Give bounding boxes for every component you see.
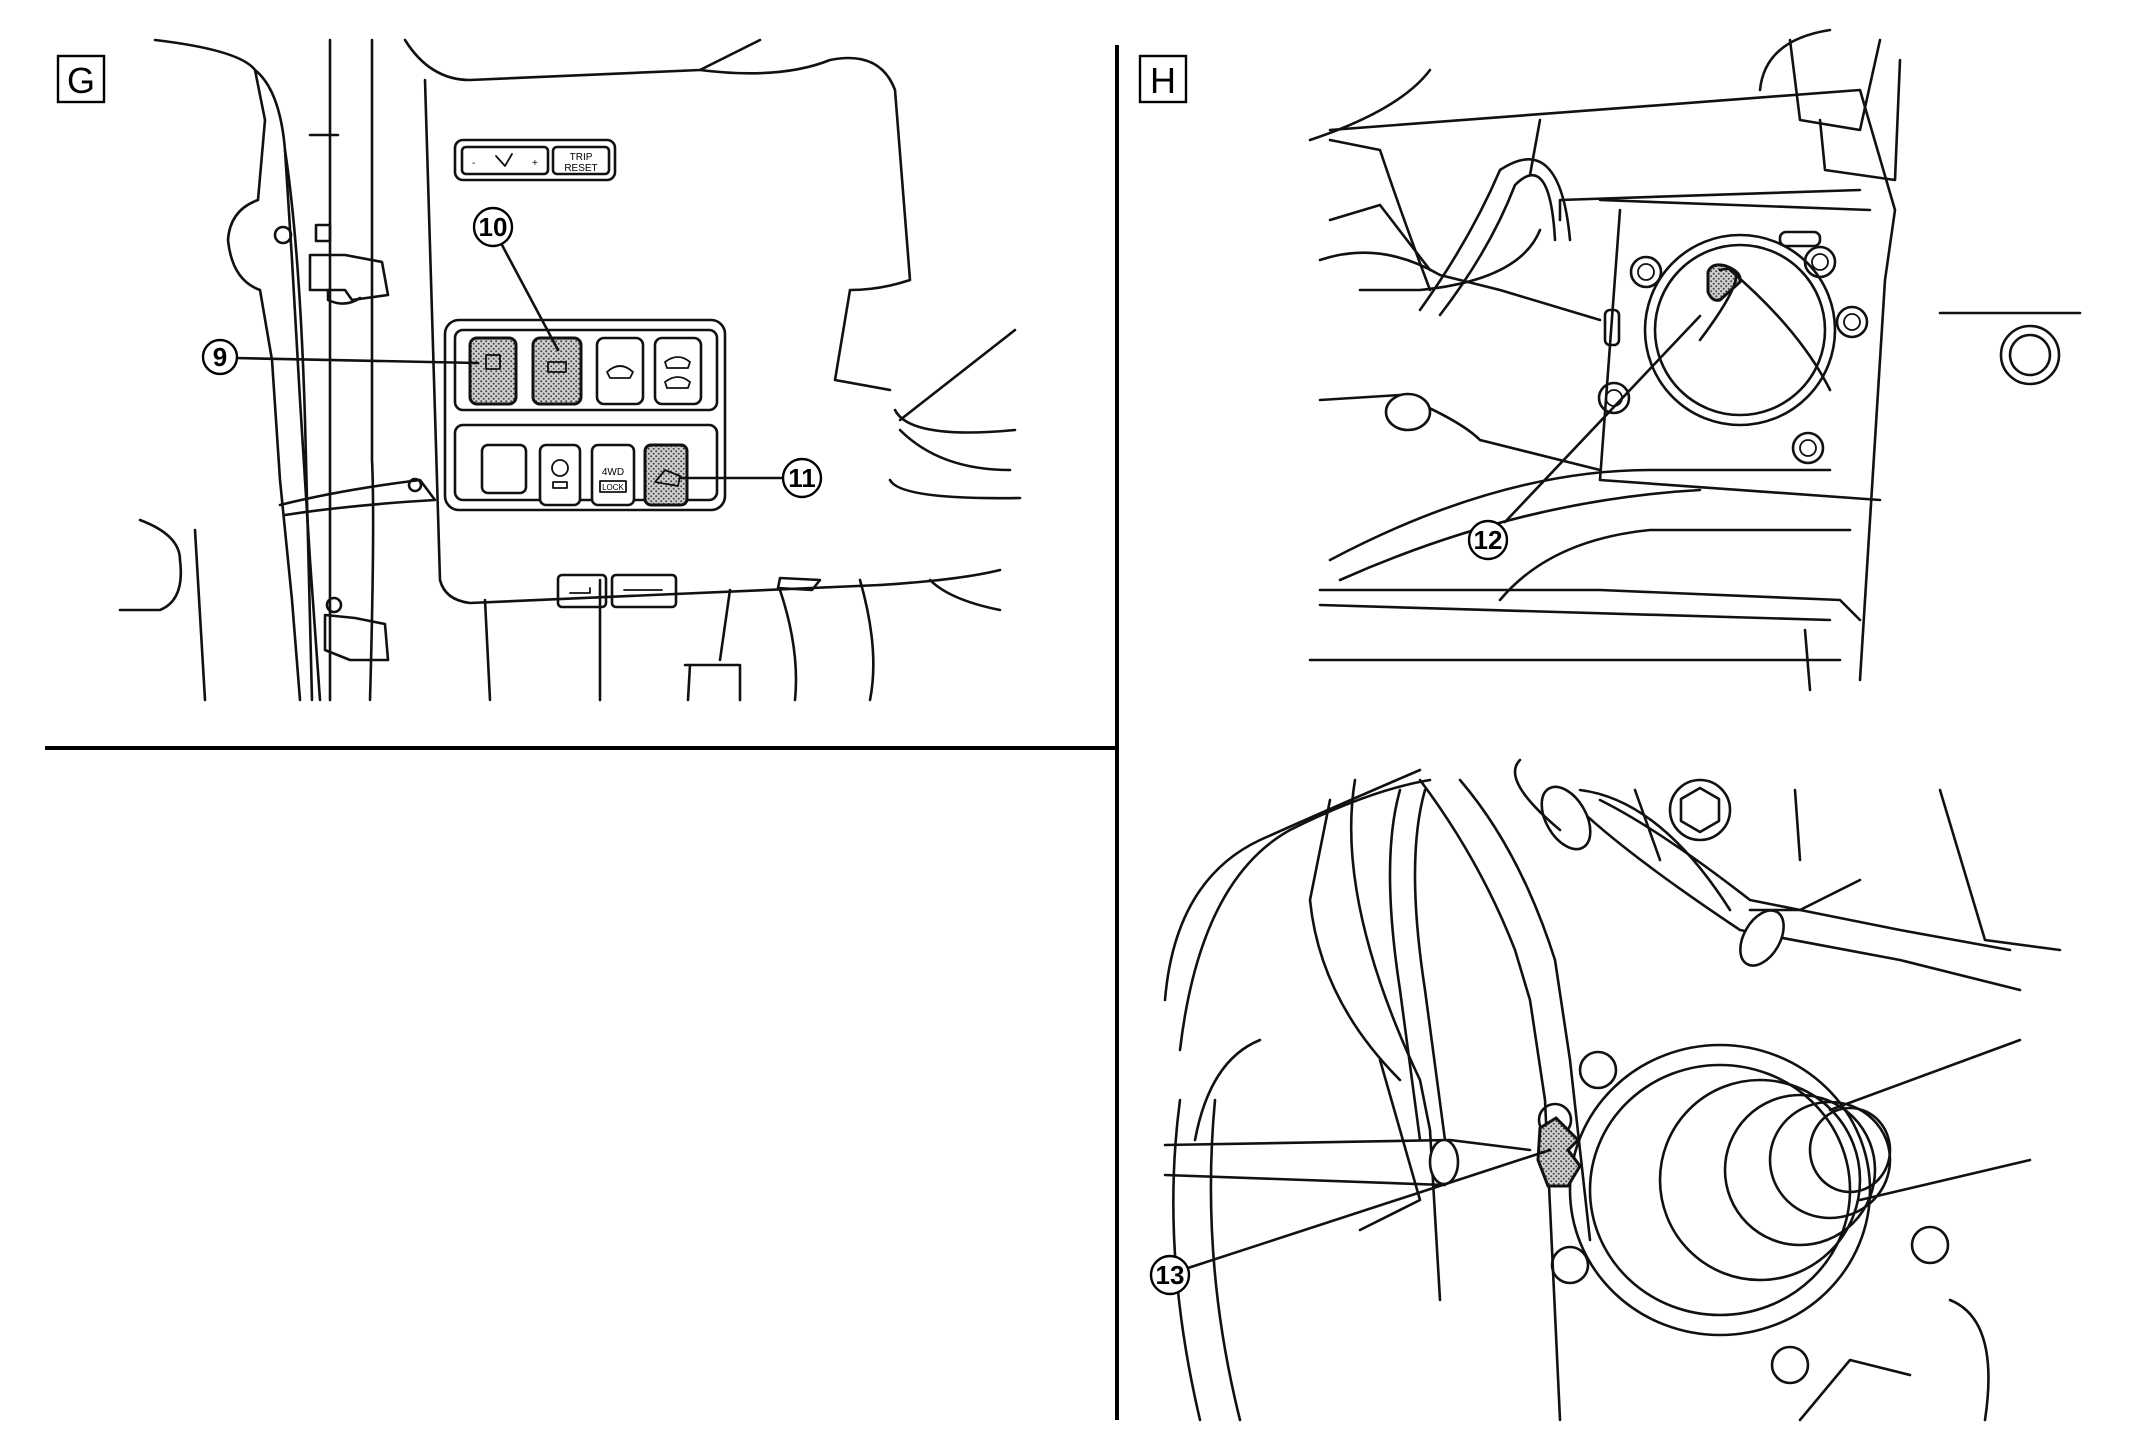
switch-top-4 <box>653 336 703 406</box>
reset-label: RESET <box>564 163 597 174</box>
callout-9: 9 <box>201 338 480 376</box>
trip-label: TRIP <box>570 152 593 163</box>
panel-h-letter: H <box>1150 60 1176 101</box>
switch-top-3 <box>595 336 645 406</box>
switch-bank: 4WD LOCK <box>443 318 727 512</box>
callout-13-number: 13 <box>1156 1260 1185 1290</box>
under-dash-switches <box>556 573 678 609</box>
callout-10-number: 10 <box>479 212 508 242</box>
panel-g-letter: G <box>67 60 95 101</box>
trip-plus-label: + <box>532 158 538 169</box>
awd-label: 4WD <box>602 467 624 478</box>
panel-dividers <box>45 45 1119 1420</box>
wheel-speed-sensor-12 <box>1706 263 1742 302</box>
callout-11-number: 11 <box>788 463 816 493</box>
switch-4wd-lock <box>590 443 636 507</box>
trip-switch-panel: - + TRIP RESET <box>453 138 617 182</box>
callout-12-number: 12 <box>1474 525 1503 555</box>
panel-h: H <box>1138 28 2082 692</box>
hub-bolts <box>1597 245 1869 465</box>
panel-h-side-symbol <box>1938 311 2082 386</box>
switch-10 <box>531 336 583 406</box>
drive-shaft-area <box>1163 758 2062 1422</box>
switch-11 <box>643 443 689 507</box>
panel-g-letter-box: G <box>56 54 106 104</box>
brightness-icon <box>495 153 513 167</box>
panel-h-letter-box: H <box>1138 54 1188 104</box>
panel-g: G <box>56 38 1022 702</box>
dashboard-body <box>403 38 1022 702</box>
callout-11: 11 <box>678 457 823 499</box>
brake-backing-plate <box>1308 28 1902 692</box>
cv-boot <box>1568 1038 2032 1337</box>
callout-9-number: 9 <box>213 342 227 372</box>
trip-minus-label: - <box>472 158 475 169</box>
switch-9 <box>468 336 518 406</box>
switch-blank <box>480 443 528 495</box>
callout-12: 12 <box>1467 314 1702 561</box>
lock-label: LOCK <box>602 483 624 492</box>
switch-seat <box>538 443 582 507</box>
callout-13: 13 <box>1149 1148 1552 1296</box>
caliper-bolt <box>1668 778 1732 842</box>
callout-10: 10 <box>472 206 560 352</box>
door-pillar <box>118 38 437 702</box>
wheel-speed-sensor-13 <box>1536 1116 1582 1188</box>
